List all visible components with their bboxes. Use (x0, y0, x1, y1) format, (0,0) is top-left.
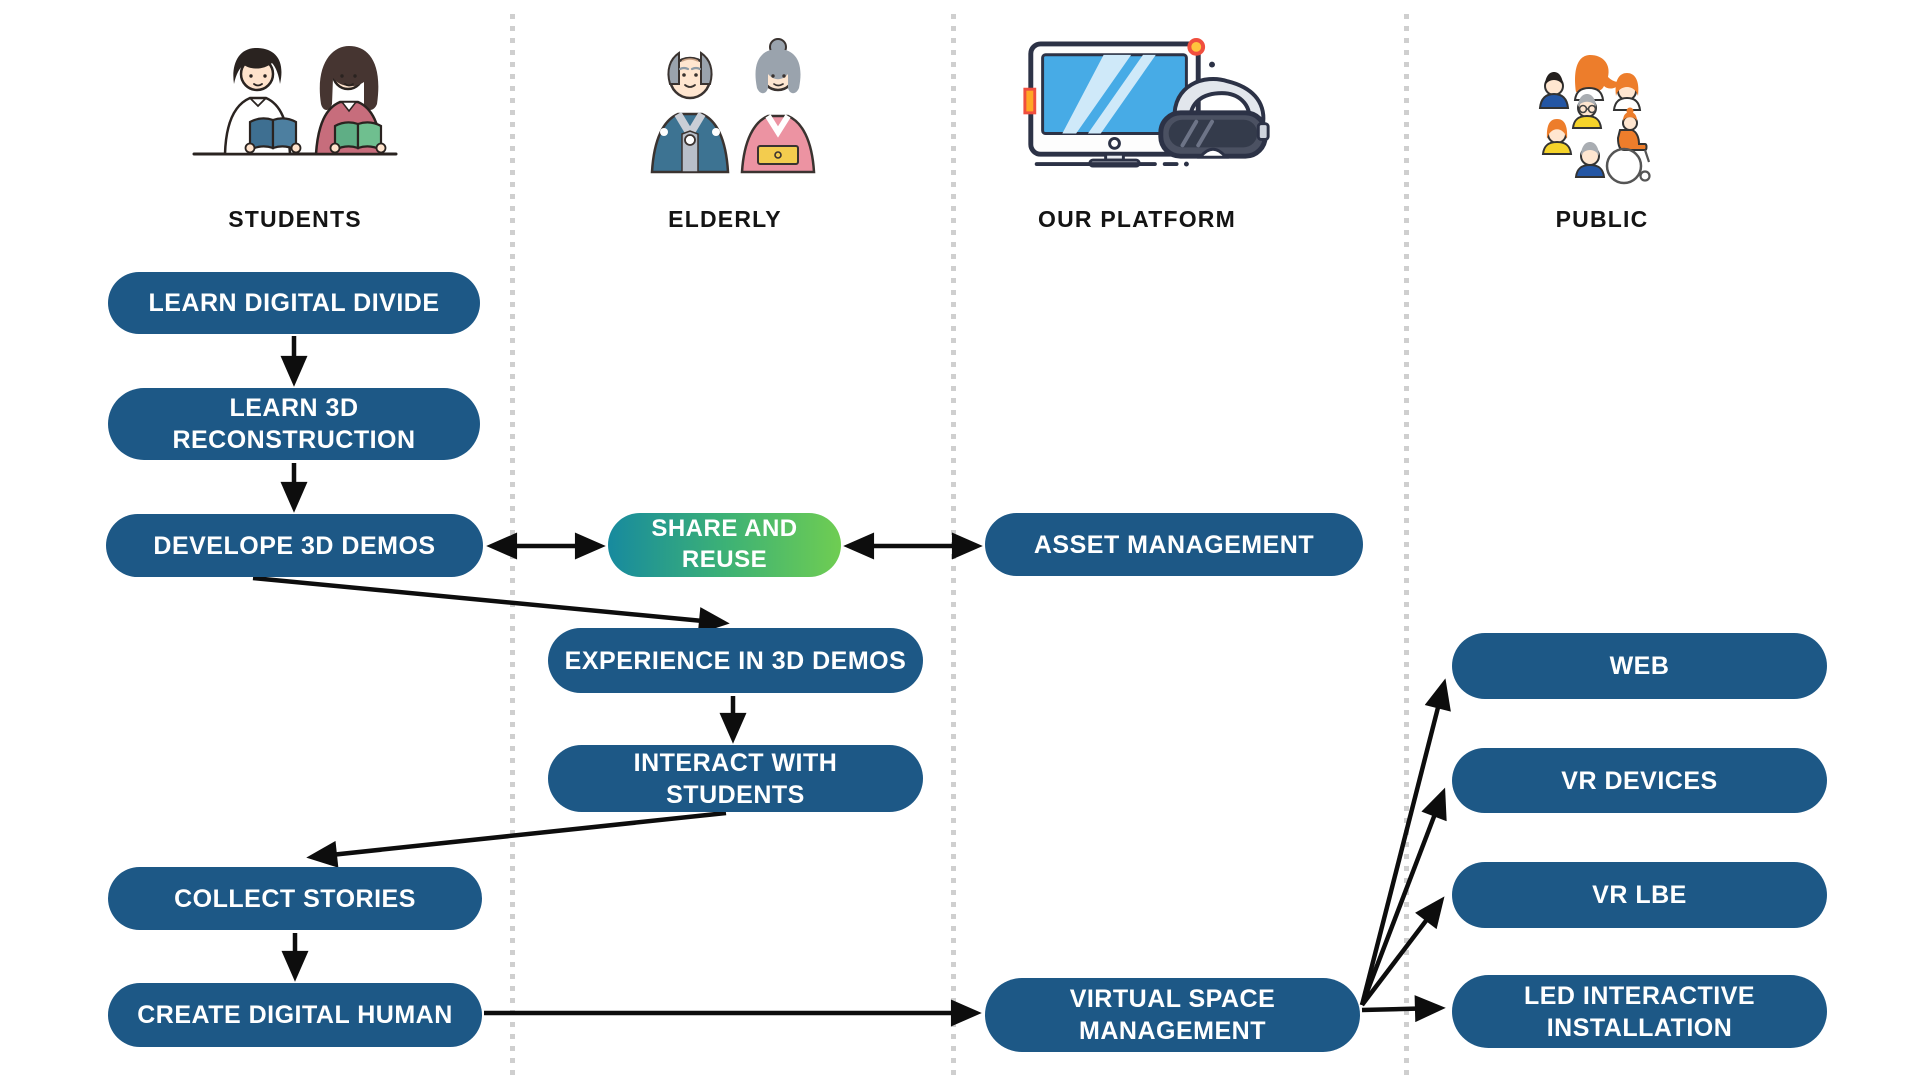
edge-virtual_space_management-to-web (1359, 678, 1451, 1006)
node-asset-management: ASSET MANAGEMENT (985, 513, 1363, 576)
edge-virtual_space_management-to-vr_lbe (1360, 896, 1445, 1007)
elderly-couple-illustration (650, 38, 816, 174)
node-collect-stories: COLLECT STORIES (108, 867, 482, 930)
node-virtual-space-management: VIRTUAL SPACE MANAGEMENT (985, 978, 1360, 1052)
public-group-illustration (1538, 55, 1651, 185)
platform-monitor-vr-illustration (1023, 38, 1270, 168)
node-led-interactive-installation: LED INTERACTIVE INSTALLATION (1452, 975, 1827, 1048)
node-learn-digital-divide: LEARN DIGITAL DIVIDE (108, 272, 480, 334)
node-create-digital-human: CREATE DIGITAL HUMAN (108, 983, 482, 1047)
node-experience-in-3d-demos: EXPERIENCE IN 3D DEMOS (548, 628, 923, 693)
node-vr-lbe: VR LBE (1452, 862, 1827, 928)
column-label-elderly: ELDERLY (668, 206, 782, 232)
column-separator-1 (510, 14, 515, 1080)
column-label-our-platform: OUR PLATFORM (1038, 206, 1236, 232)
edge-virtual_space_management-to-vr_devices (1359, 787, 1447, 1006)
students-reading-illustration (192, 46, 398, 156)
node-develope-3d-demos: DEVELOPE 3D DEMOS (106, 514, 483, 577)
column-separator-3 (1404, 14, 1409, 1080)
column-label-students: STUDENTS (228, 206, 362, 232)
column-separator-2 (951, 14, 956, 1080)
edge-interact_with_students-to-collect_stories (306, 810, 727, 868)
edge-virtual_space_management-to-led_interactive_installation (1361, 995, 1446, 1023)
node-share-and-reuse: SHARE AND REUSE (608, 513, 841, 577)
node-vr-devices: VR DEVICES (1452, 748, 1827, 813)
edge-develope_3d_demos-to-experience_in_3d_demos (252, 575, 730, 635)
column-label-public: PUBLIC (1555, 206, 1649, 232)
node-interact-with-students: INTERACT WITH STUDENTS (548, 745, 923, 812)
node-web: WEB (1452, 633, 1827, 699)
node-learn-3d-reconstruction: LEARN 3D RECONSTRUCTION (108, 388, 480, 460)
